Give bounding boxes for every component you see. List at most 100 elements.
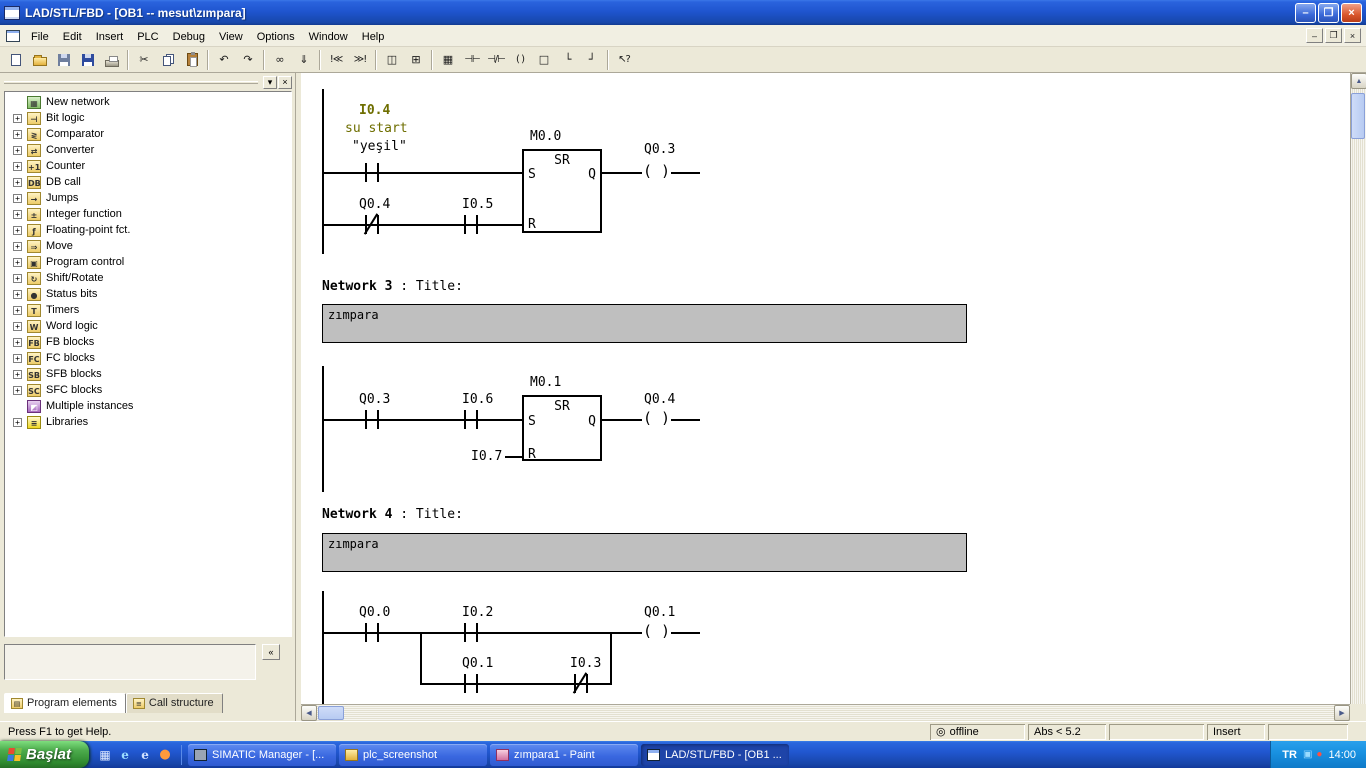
task-lad-stl-fbd-ob1[interactable]: LAD/STL/FBD - [OB1 ... bbox=[641, 743, 790, 766]
contact-no-icon[interactable]: ⊣⊢ bbox=[460, 49, 484, 71]
output-coil[interactable]: ( ) bbox=[642, 409, 672, 427]
contact-no[interactable] bbox=[365, 410, 367, 429]
pane-close-button[interactable]: × bbox=[278, 75, 292, 89]
restore-button[interactable]: ❐ bbox=[1318, 2, 1339, 23]
sr-flipflop-box[interactable]: SR S Q R bbox=[522, 149, 602, 233]
prev-error-icon[interactable]: !≪ bbox=[324, 49, 348, 71]
contact-no[interactable] bbox=[365, 623, 367, 642]
expander-icon[interactable]: + bbox=[13, 193, 22, 203]
tree-item-shift-rotate[interactable]: +↻Shift/Rotate bbox=[5, 270, 291, 286]
cut-icon[interactable]: ✂ bbox=[132, 49, 156, 71]
horizontal-scrollbar[interactable]: ◀ ▶ bbox=[301, 704, 1350, 721]
start-button[interactable]: Başlat bbox=[0, 741, 90, 768]
horizontal-scroll-thumb[interactable] bbox=[318, 706, 344, 720]
menu-insert[interactable]: Insert bbox=[95, 30, 124, 43]
contact-no[interactable] bbox=[464, 410, 466, 429]
menu-options[interactable]: Options bbox=[256, 30, 295, 43]
expander-icon[interactable]: + bbox=[13, 225, 22, 235]
network-comment[interactable]: zımpara bbox=[322, 304, 967, 343]
expander-icon[interactable]: + bbox=[13, 113, 22, 123]
contact-nc[interactable] bbox=[574, 674, 576, 693]
close-button[interactable]: × bbox=[1341, 2, 1362, 23]
minimize-button[interactable]: – bbox=[1295, 2, 1316, 23]
mdi-restore-button[interactable]: ❐ bbox=[1325, 28, 1342, 43]
contact-nc[interactable] bbox=[365, 215, 367, 234]
save-icon[interactable] bbox=[76, 49, 100, 71]
mdi-close-button[interactable]: × bbox=[1344, 28, 1361, 43]
scroll-up-button[interactable]: ▲ bbox=[1351, 73, 1366, 89]
paste-icon[interactable] bbox=[180, 49, 204, 71]
output-coil[interactable]: ( ) bbox=[642, 162, 672, 180]
menu-file[interactable]: File bbox=[31, 30, 49, 43]
detail-toggle-button[interactable]: « bbox=[262, 644, 280, 660]
ladder-editor[interactable]: I0.4 su start "yeşil" SR S Q R M0.0 Q0.3… bbox=[301, 73, 1350, 704]
next-error-icon[interactable]: ≫! bbox=[348, 49, 372, 71]
vertical-scrollbar[interactable]: ▲ ▼ bbox=[1350, 73, 1366, 721]
tree-item-comparator[interactable]: +≷Comparator bbox=[5, 126, 291, 142]
contact-no[interactable] bbox=[377, 410, 379, 429]
pane-splitter[interactable] bbox=[296, 73, 301, 721]
expander-icon[interactable]: + bbox=[13, 209, 22, 219]
contact-no[interactable] bbox=[377, 623, 379, 642]
close-branch-icon[interactable]: ┘ bbox=[580, 49, 604, 71]
address-overview-icon[interactable]: ⊞ bbox=[404, 49, 428, 71]
print-icon[interactable] bbox=[100, 49, 124, 71]
task-z-mpara1-paint[interactable]: zımpara1 - Paint bbox=[490, 743, 639, 766]
expander-icon[interactable]: + bbox=[13, 305, 22, 315]
pane-pin-button[interactable]: ▾ bbox=[263, 75, 277, 89]
help-cursor-icon[interactable]: ↖? bbox=[612, 49, 636, 71]
expander-icon[interactable]: + bbox=[13, 337, 22, 347]
expander-icon[interactable]: + bbox=[13, 257, 22, 267]
scroll-right-button[interactable]: ▶ bbox=[1334, 705, 1350, 721]
tree-item-status-bits[interactable]: +●Status bits bbox=[5, 286, 291, 302]
contact-nc[interactable] bbox=[586, 674, 588, 693]
contact-no[interactable] bbox=[464, 674, 466, 693]
task-plc-screenshot[interactable]: plc_screenshot bbox=[339, 743, 488, 766]
language-indicator[interactable]: TR bbox=[1282, 748, 1297, 761]
output-coil[interactable]: ( ) bbox=[642, 622, 672, 640]
tree-item-converter[interactable]: +⇄Converter bbox=[5, 142, 291, 158]
tree-item-multiple-instances[interactable]: ◩Multiple instances bbox=[5, 398, 291, 414]
expander-icon[interactable]: + bbox=[13, 161, 22, 171]
menu-help[interactable]: Help bbox=[361, 30, 385, 43]
expander-icon[interactable]: + bbox=[13, 273, 22, 283]
mdi-minimize-button[interactable]: – bbox=[1306, 28, 1323, 43]
coil-icon[interactable]: ( ) bbox=[508, 49, 532, 71]
antivirus-icon[interactable]: ● bbox=[1316, 749, 1323, 760]
browser-icon[interactable]: e bbox=[141, 747, 149, 762]
internet-explorer-icon[interactable]: e bbox=[121, 747, 129, 762]
contact-no[interactable] bbox=[476, 410, 478, 429]
copy-icon[interactable] bbox=[156, 49, 180, 71]
contact-nc[interactable] bbox=[377, 215, 379, 234]
new-network-icon[interactable]: ▦ bbox=[436, 49, 460, 71]
undo-icon[interactable]: ↶ bbox=[212, 49, 236, 71]
contact-no[interactable] bbox=[464, 623, 466, 642]
redo-icon[interactable]: ↷ bbox=[236, 49, 260, 71]
expander-icon[interactable]: + bbox=[13, 145, 22, 155]
contact-nc-icon[interactable]: ⊣/⊢ bbox=[484, 49, 508, 71]
monitor-glasses-icon[interactable]: ∞ bbox=[268, 49, 292, 71]
contact-no[interactable] bbox=[476, 623, 478, 642]
firefox-icon[interactable]: ● bbox=[159, 746, 171, 762]
contact-no[interactable] bbox=[365, 163, 367, 182]
tree-item-jumps[interactable]: +→Jumps bbox=[5, 190, 291, 206]
tree-item-libraries[interactable]: +≡Libraries bbox=[5, 414, 291, 430]
tab-call-structure[interactable]: ≡Call structure bbox=[125, 693, 223, 713]
sr-flipflop-box[interactable]: SR S Q R bbox=[522, 395, 602, 462]
expander-icon[interactable]: + bbox=[13, 417, 22, 427]
contact-no[interactable] bbox=[476, 674, 478, 693]
expander-icon[interactable]: + bbox=[13, 321, 22, 331]
contact-no[interactable] bbox=[464, 215, 466, 234]
tree-item-integer-function[interactable]: +±Integer function bbox=[5, 206, 291, 222]
menu-window[interactable]: Window bbox=[308, 30, 348, 43]
split-window-icon[interactable]: ◫ bbox=[380, 49, 404, 71]
open-icon[interactable] bbox=[28, 49, 52, 71]
empty-box-icon[interactable]: □ bbox=[532, 49, 556, 71]
open-branch-icon[interactable]: └ bbox=[556, 49, 580, 71]
